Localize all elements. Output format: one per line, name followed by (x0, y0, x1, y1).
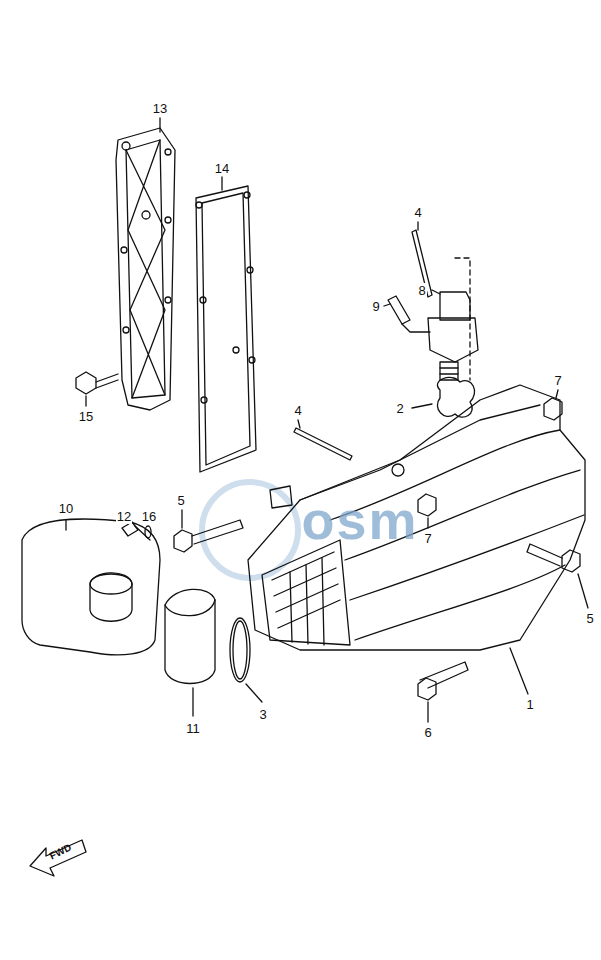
ring-11 (165, 589, 215, 716)
watermark-globe (202, 482, 298, 578)
stud-4 (412, 222, 470, 380)
callout-number: 4 (293, 403, 302, 418)
o-ring-3 (230, 618, 262, 702)
sensor-8 (384, 290, 478, 380)
manifold-1 (248, 385, 585, 694)
callout-number: 12 (116, 509, 132, 524)
callout-number: 7 (553, 373, 562, 388)
callout-number: 13 (152, 101, 168, 116)
callout-number: 3 (258, 707, 267, 722)
bolt-6 (418, 662, 468, 722)
direction-label: FWD (48, 841, 73, 861)
gasket-14 (196, 177, 256, 472)
callout-number: 4 (413, 205, 422, 220)
callout-number: 6 (423, 725, 432, 740)
callout-number: 15 (78, 409, 94, 424)
bolt-15 (76, 372, 118, 406)
bracket-13 (116, 118, 175, 410)
callout-number: 7 (423, 531, 432, 546)
callout-number: 10 (58, 501, 74, 516)
callout-number: 11 (185, 721, 201, 736)
callout-number: 5 (585, 611, 594, 626)
cover-10 (22, 519, 160, 655)
forward-arrow (30, 840, 86, 876)
nut-7 (418, 390, 562, 528)
callout-number: 14 (214, 161, 230, 176)
callout-number: 1 (525, 697, 534, 712)
callout-number: 16 (141, 509, 157, 524)
callout-number: 8 (417, 283, 426, 298)
callout-number: 5 (176, 493, 185, 508)
watermark: osm (301, 489, 418, 551)
callout-number: 9 (371, 299, 380, 314)
stud-4 (294, 420, 352, 460)
callout-number: 2 (395, 401, 404, 416)
